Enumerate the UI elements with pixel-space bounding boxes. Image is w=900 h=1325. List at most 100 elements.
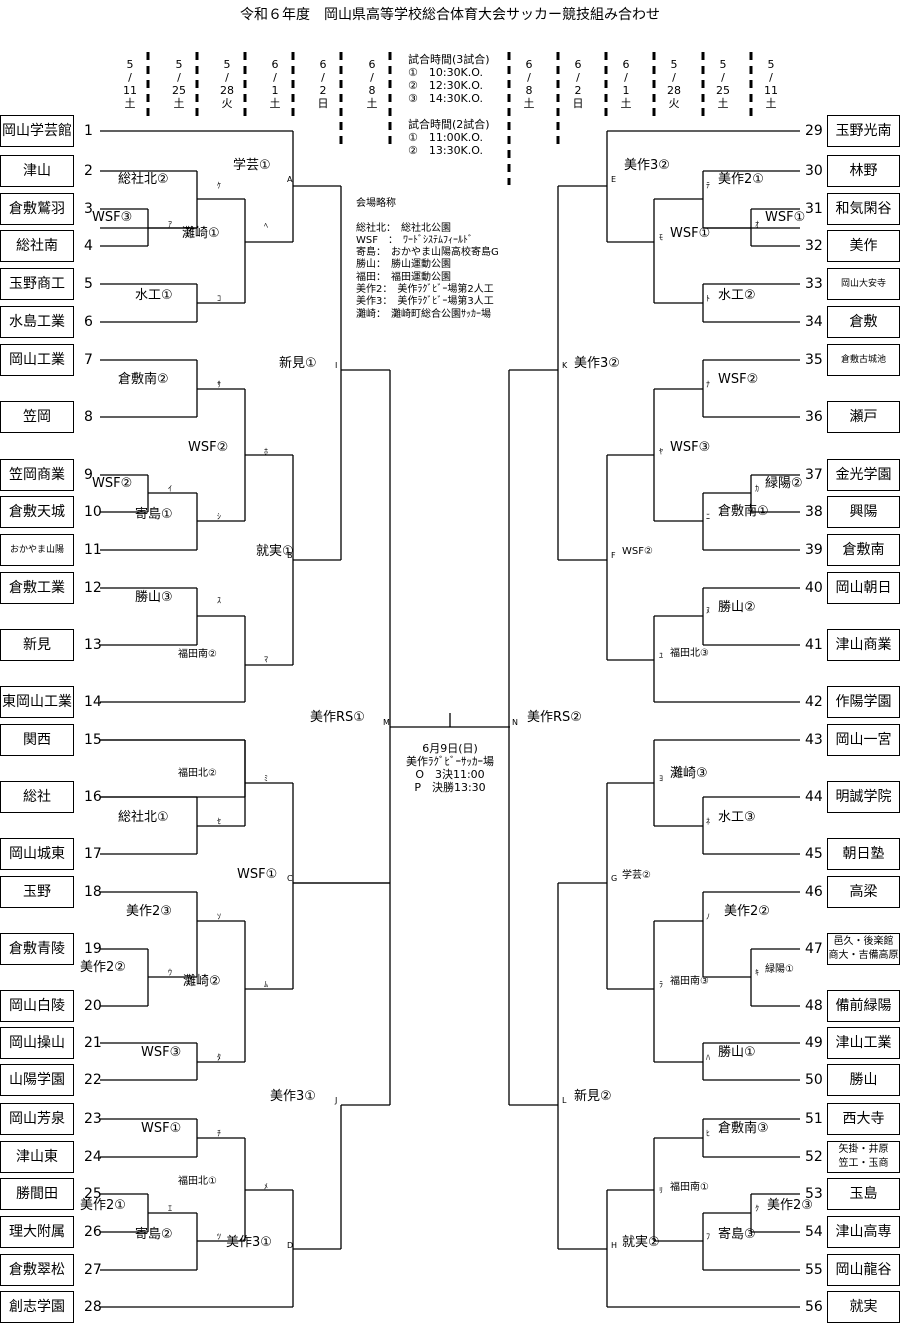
match-label: 緑陽② (765, 476, 803, 491)
seed-number: 14 (84, 694, 102, 710)
match-id: L (562, 1096, 567, 1105)
date-label: 6 / 2 日 (317, 58, 329, 110)
team-box-left: 理大附属 (0, 1216, 74, 1248)
match-label: 総社北① (118, 810, 169, 825)
seed-number: 6 (84, 314, 93, 330)
team-box-left: 倉敷鷲羽 (0, 193, 74, 225)
match-id: ｹ (217, 181, 221, 190)
match-label: WSF③ (92, 210, 133, 225)
team-box-right: 明誠学院 (827, 781, 900, 813)
match-id: ｸ (755, 1204, 759, 1213)
match-id: J (335, 1096, 338, 1105)
match-id: ﾀ (217, 1053, 221, 1062)
seed-number: 56 (805, 1299, 823, 1315)
match-id: ﾗ (659, 980, 663, 989)
match-label: WSF② (622, 546, 653, 557)
seed-number: 28 (84, 1299, 102, 1315)
team-box-right: 作陽学園 (827, 686, 900, 718)
team-box-left: 岡山工業 (0, 344, 74, 376)
match-label: WSF① (670, 226, 711, 241)
match-id: ﾄ (706, 294, 710, 303)
team-box-left: 関西 (0, 724, 74, 756)
team-box-left: 倉敷青陵 (0, 933, 74, 965)
team-box-right: 朝日塾 (827, 838, 900, 870)
seed-number: 9 (84, 467, 93, 483)
match-label: 福田南② (178, 649, 217, 660)
date-label: 5 / 25 土 (716, 58, 730, 110)
team-box-left: 玉野 (0, 876, 74, 908)
match-id: B (287, 551, 293, 560)
team-box-right: 玉島 (827, 1178, 900, 1210)
match-id: ｿ (217, 912, 221, 921)
seed-number: 37 (805, 467, 823, 483)
match-label: 水工② (718, 288, 756, 303)
seed-number: 25 (84, 1186, 102, 1202)
team-box-left: 玉野商工 (0, 268, 74, 300)
seed-number: 42 (805, 694, 823, 710)
seed-number: 10 (84, 504, 102, 520)
match-id: ｼ (217, 512, 221, 521)
match-id: ﾂ (217, 1232, 221, 1241)
team-box-left: 倉敷工業 (0, 572, 74, 604)
seed-number: 32 (805, 238, 823, 254)
match-id: ｵ (755, 220, 759, 229)
match-times: 試合時間(3試合) ① 10:30K.O. ② 12:30K.O. ③ 14:3… (408, 53, 490, 157)
seed-number: 13 (84, 637, 102, 653)
match-id: E (611, 175, 617, 184)
team-box-left: 岡山操山 (0, 1027, 74, 1059)
match-id: ﾏ (264, 655, 268, 664)
date-label: 5 / 28 火 (667, 58, 681, 110)
date-label: 6 / 1 土 (269, 58, 281, 110)
match-id: ﾓ (659, 233, 663, 242)
match-label: 美作3② (624, 158, 670, 173)
match-label: 新見① (279, 356, 317, 371)
seed-number: 46 (805, 884, 823, 900)
match-label: 学芸① (233, 158, 271, 173)
seed-number: 20 (84, 998, 102, 1014)
seed-number: 15 (84, 732, 102, 748)
match-label: WSF③ (141, 1045, 182, 1060)
match-label: 寄島① (135, 507, 173, 522)
match-label: 福田南③ (670, 976, 709, 987)
seed-number: 1 (84, 123, 93, 139)
match-id: ﾌ (706, 1232, 710, 1241)
match-id: ｳ (168, 968, 172, 977)
seed-number: 18 (84, 884, 102, 900)
match-id: ﾋ (706, 1129, 710, 1138)
seed-number: 39 (805, 542, 823, 558)
team-box-right: 岡山龍谷 (827, 1254, 900, 1286)
match-id: A (287, 175, 293, 184)
team-box-right: 瀬戸 (827, 401, 900, 433)
match-label: 水工① (135, 288, 173, 303)
team-box-left: 水島工業 (0, 306, 74, 338)
team-box-right: 林野 (827, 155, 900, 187)
match-id: ｺ (217, 294, 221, 303)
match-id: M (383, 718, 390, 727)
match-id: ﾍ (264, 221, 268, 230)
seed-number: 4 (84, 238, 93, 254)
match-id: ﾉ (706, 912, 710, 921)
match-id: ｱ (168, 220, 172, 229)
seed-number: 27 (84, 1262, 102, 1278)
team-box-right: 玉野光南 (827, 115, 900, 147)
match-id: ﾈ (706, 817, 710, 826)
seed-number: 24 (84, 1149, 102, 1165)
team-box-left: 創志学園 (0, 1291, 74, 1323)
match-id: C (287, 874, 293, 883)
date-label: 5 / 25 土 (172, 58, 186, 110)
match-label: WSF② (92, 476, 133, 491)
match-label: 美作3① (226, 1235, 272, 1250)
seed-number: 44 (805, 789, 823, 805)
match-label: 福田北① (178, 1176, 217, 1187)
date-label: 5 / 11 土 (764, 58, 778, 110)
match-label: 水工③ (718, 810, 756, 825)
team-box-right: 倉敷 (827, 306, 900, 338)
match-id: ﾊ (706, 1053, 710, 1062)
match-id: ﾕ (659, 651, 663, 660)
date-label: 6 / 8 土 (366, 58, 378, 110)
match-label: 就実② (622, 1235, 660, 1250)
match-label: 勝山③ (135, 590, 173, 605)
match-label: 美作2① (80, 1198, 126, 1213)
match-label: 美作RS① (310, 710, 365, 725)
team-box-right: 矢掛・井原 笠工・玉商 (827, 1141, 900, 1173)
